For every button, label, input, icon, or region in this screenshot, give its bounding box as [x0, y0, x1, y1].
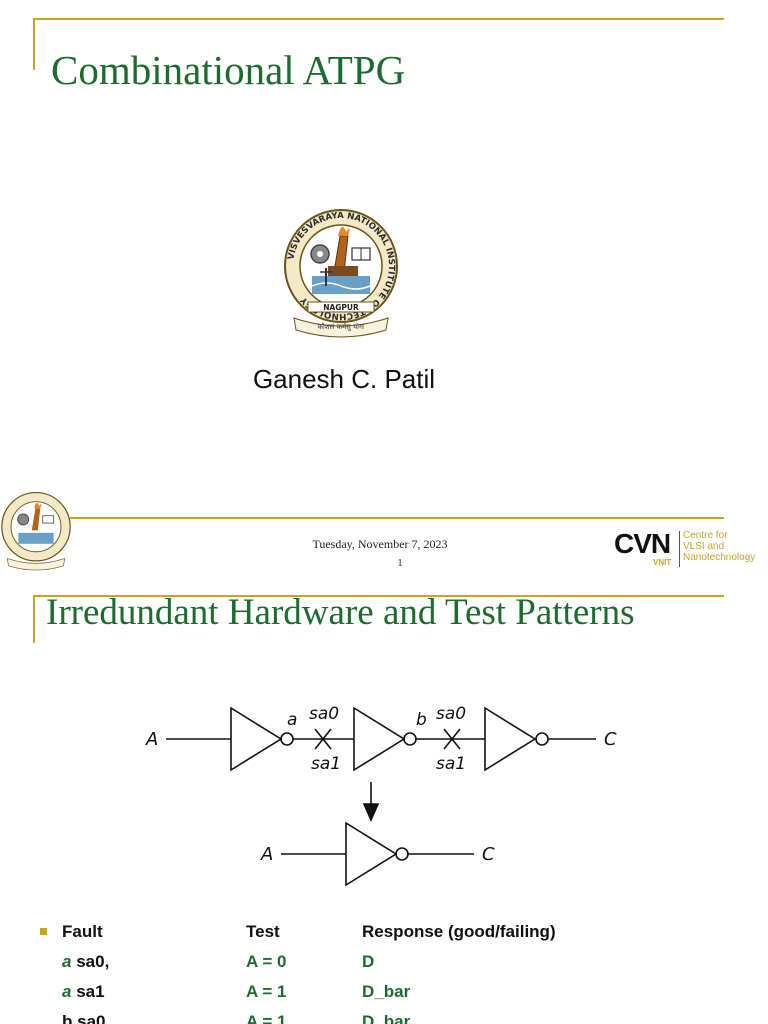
inverter-2 — [353, 706, 406, 772]
test-cell: A = 1 — [246, 1012, 287, 1024]
sa0-label: sa0 — [309, 704, 339, 724]
bullet-icon — [40, 928, 47, 935]
footer-rule — [70, 517, 724, 519]
cvn-divider — [679, 531, 680, 567]
sa1-label: sa1 — [311, 754, 341, 774]
fault-cell: b sa0 — [62, 1012, 106, 1024]
response-cell: D_bar — [362, 1012, 411, 1024]
institute-logo: VISVESVARAYA NATIONAL INSTITUTE OF TECHN… — [284, 209, 398, 338]
cvn-line: Centre for — [683, 530, 728, 541]
inverter-1 — [230, 706, 283, 772]
inverter-chain-diagram: A a sa0 sa1 b sa0 sa1 C — [145, 704, 617, 887]
inverter-reduced — [345, 821, 398, 887]
header-response: Response (good/failing) — [362, 922, 556, 941]
left-rule — [33, 595, 35, 643]
output-label: C — [604, 729, 617, 750]
table-row: b sa0 A = 1 D_bar — [36, 1012, 736, 1024]
inverter-bubble — [403, 732, 417, 746]
response-cell: D_bar — [362, 982, 411, 1001]
test-cell: A = 1 — [246, 982, 287, 1001]
page-number: 1 — [397, 558, 403, 569]
sa1-label: sa1 — [436, 754, 466, 774]
slide-title: Combinational ATPG — [51, 47, 406, 93]
node-a-label: a — [287, 710, 297, 730]
reduced-output-label: C — [482, 844, 495, 865]
fault-mark — [443, 728, 461, 750]
author-name: Ganesh C. Patil — [252, 364, 436, 394]
cvn-line: VLSI and — [683, 541, 725, 552]
test-cell: A = 0 — [246, 952, 287, 971]
cvn-logo: CVN VNIT Centre for VLSI and Nanotechnol… — [612, 528, 768, 572]
cvn-abbr: CVN — [614, 528, 671, 559]
cvn-text: Centre for VLSI and Nanotechnology — [683, 530, 755, 563]
inverter-bubble — [395, 847, 409, 861]
inverter-bubble — [535, 732, 549, 746]
cvn-line: Nanotechnology — [683, 552, 756, 563]
node-b-label: b — [416, 710, 427, 730]
left-rule — [33, 18, 35, 70]
slide-title: Irredundant Hardware and Test Patterns — [46, 592, 635, 633]
footer-date: Tuesday, November 7, 2023 — [312, 537, 448, 551]
reduced-input-label: A — [260, 844, 273, 865]
footer-logo — [1, 491, 71, 571]
inverter-3 — [484, 706, 537, 772]
top-rule — [34, 18, 724, 20]
inverter-bubble — [280, 732, 294, 746]
sa0-label: sa0 — [436, 704, 466, 724]
fault-mark — [314, 728, 332, 750]
fault-table: Fault Test Response (good/failing) a sa0… — [36, 922, 736, 1024]
fault-cell: a sa1 — [62, 982, 105, 1001]
title-slide: Combinational ATPG VISVESVARAYA NATIONAL… — [1, 18, 768, 572]
top-rule — [34, 595, 724, 597]
content-slide: Irredundant Hardware and Test Patterns A… — [0, 580, 768, 1024]
input-label: A — [145, 729, 158, 750]
fault-cell: a sa0, — [62, 952, 110, 971]
down-arrow-icon — [362, 803, 380, 822]
header-test: Test — [246, 922, 280, 941]
table-row: a sa0, A = 0 D — [36, 952, 736, 982]
table-header: Fault Test Response (good/failing) — [36, 922, 736, 952]
header-fault: Fault — [62, 922, 103, 941]
table-row: a sa1 A = 1 D_bar — [36, 982, 736, 1012]
response-cell: D — [362, 952, 375, 971]
logo-motto: कौशलं कर्मसु योगः — [318, 322, 365, 331]
logo-bottom-text: NAGPUR — [323, 303, 359, 312]
cvn-sub: VNIT — [653, 558, 672, 567]
